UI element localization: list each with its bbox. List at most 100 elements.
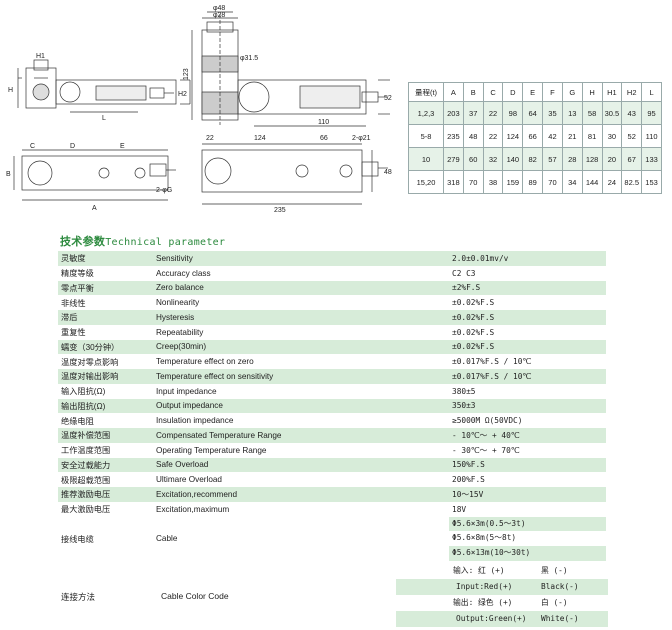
cell: 70	[462, 170, 484, 194]
cell: 203	[443, 101, 464, 125]
cell: 38	[482, 170, 504, 194]
cell: 20	[601, 147, 623, 171]
cell: 133	[641, 147, 662, 171]
color-code-right: 黑 (-)	[541, 566, 568, 575]
param-name-cn: 精度等级	[61, 269, 94, 279]
cell: 144	[581, 170, 603, 194]
param-name-en: Insulation impedance	[156, 416, 234, 426]
dimension-table-header: 量程(t) A B C D E F G H H1 H2 L	[408, 82, 662, 102]
param-name-en: Safe Overload	[153, 457, 449, 473]
header-cell: 量程(t)	[408, 82, 444, 102]
cell: 35	[542, 101, 563, 125]
param-value: C2 C3	[452, 268, 476, 278]
header-cell: H	[581, 82, 603, 102]
param-name-cn: 温度对零点影响	[61, 357, 119, 367]
param-value: ±0.017%F.S / 10℃	[449, 369, 606, 384]
param-value: Φ5.6×13m(10～30t)	[449, 546, 606, 561]
end-view-large	[191, 11, 239, 125]
param-name-en: Zero balance	[153, 280, 449, 296]
cable-color-code-cn: 连接方法	[61, 592, 96, 602]
param-name-en: Cable	[156, 534, 178, 544]
cell: 43	[621, 101, 643, 125]
cell: 58	[581, 101, 603, 125]
cell: 57	[542, 147, 563, 171]
top-view-small	[13, 149, 176, 201]
label-phi28: φ28	[213, 12, 225, 19]
param-value: 200%F.S	[452, 475, 485, 485]
cell: 318	[443, 170, 464, 194]
param-name-cn: 蠕变（30分钟）	[58, 339, 153, 355]
cell: 89	[522, 170, 544, 194]
param-name-cn: 推荐激励电压	[58, 487, 153, 502]
param-value-list: Φ5.6×3m(0.5～3t)Φ5.6×8m(5～8t)Φ5.6×13m(10～…	[449, 516, 606, 561]
label-123: 123	[183, 68, 190, 80]
param-name-en: Sensitivity	[153, 251, 449, 266]
cell: 67	[621, 147, 643, 171]
label-C: C	[30, 143, 35, 150]
cell: 110	[641, 124, 662, 148]
param-value: Φ5.6×8m(5～8t)	[452, 533, 517, 543]
param-name-en: Operating Temperature Range	[156, 445, 267, 455]
tech-params-title-en: Technical parameter	[105, 237, 226, 248]
label-H1: H1	[36, 53, 45, 60]
param-value: ±0.017%F.S / 10℃	[452, 357, 532, 367]
param-value: 18V	[452, 504, 467, 514]
param-name-en: Temperature effect on zero	[156, 357, 254, 367]
color-code-left: 输入: 红 (+)	[453, 566, 505, 575]
param-name-cn: 零点平衡	[58, 280, 153, 296]
color-code-right: 白 (-)	[541, 598, 568, 607]
color-code-row: 输出: 绿色 (+) 白 (-)	[396, 595, 608, 611]
cell: 10	[408, 147, 444, 171]
header-cell: A	[443, 82, 464, 102]
header-cell: L	[641, 82, 662, 102]
param-value: - 10℃～ + 40℃	[449, 428, 606, 443]
color-code-left: 输出: 绿色 (+)	[453, 598, 513, 607]
cell: 140	[502, 147, 524, 171]
param-name-en: Ultimare Overload	[156, 475, 222, 485]
param-value: ≥5000M Ω(50VDC)	[452, 416, 523, 426]
param-value: 10～15V	[449, 487, 606, 502]
param-name-cn: 灵敏度	[58, 251, 153, 266]
label-2-phiG: 2-φG	[156, 187, 172, 194]
param-name-en: Repeatability	[156, 327, 204, 337]
cell: 24	[601, 170, 623, 194]
label-D: D	[70, 143, 75, 150]
cell: 30	[601, 124, 623, 148]
cell: 81	[581, 124, 603, 148]
param-name-en: Temperature effect on sensitivity	[153, 369, 449, 384]
param-name-en: Output impedance	[153, 398, 449, 414]
cell: 52	[621, 124, 643, 148]
param-name-cn: 温度对输出影响	[58, 369, 153, 384]
tech-params-title: 技术参数Technical parameter	[60, 233, 225, 249]
label-H: H	[8, 87, 13, 94]
label-22: 22	[206, 135, 214, 142]
cell: 32	[482, 147, 504, 171]
label-B: B	[6, 171, 11, 178]
cell: 70	[542, 170, 563, 194]
label-66: 66	[320, 135, 328, 142]
label-A: A	[92, 205, 97, 212]
label-2-phi21: 2-φ21	[352, 135, 371, 142]
param-name-cn: 工作温度范围	[61, 446, 111, 456]
param-name-en: Input impedance	[156, 386, 217, 396]
color-code-right: Black(-)	[541, 582, 579, 591]
technical-drawings: φ48 φ28 φ31.5 123 H H1 H2 L 52 110 C D E…	[6, 5, 392, 214]
color-code-left: Output:Green(+)	[456, 614, 527, 623]
cell: 37	[462, 101, 484, 125]
cell: 279	[443, 147, 464, 171]
param-value: 150%F.S	[449, 457, 606, 473]
cell: 95	[641, 101, 662, 125]
param-value: 350±3	[449, 398, 606, 414]
param-name-cn: 输出阻抗(Ω)	[58, 398, 153, 414]
param-name-en: Excitation,recommend	[153, 487, 449, 502]
cell: 64	[522, 101, 544, 125]
